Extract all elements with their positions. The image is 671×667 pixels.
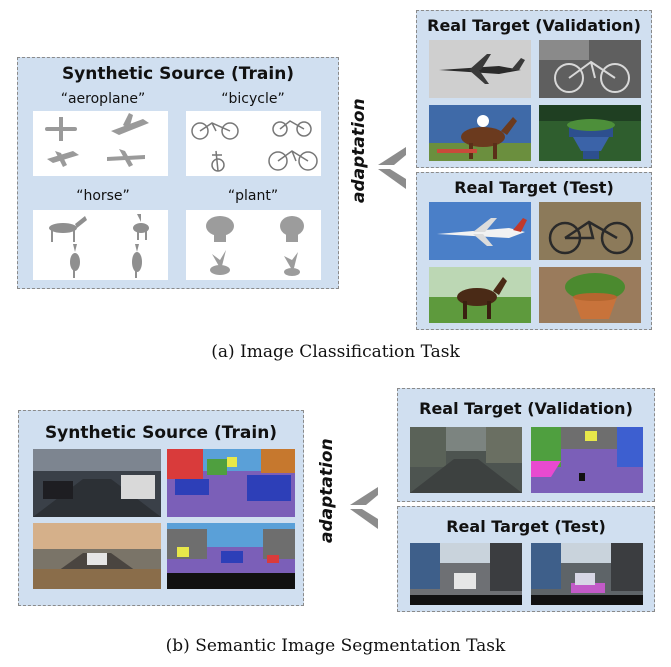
- category-label-aeroplane: “aeroplane”: [60, 91, 146, 107]
- real-target-validation-panel-a: Real Target (Validation): [416, 10, 652, 168]
- bicycle-renders-image: [186, 111, 321, 176]
- panel-title: Real Target (Test): [446, 517, 606, 536]
- adaptation-label-a: adaptation: [349, 98, 369, 203]
- synthetic-street-photo-1: [33, 449, 161, 517]
- horse-renders-image: [33, 210, 168, 280]
- category-label-bicycle: “bicycle”: [221, 91, 285, 107]
- validation-aeroplane-photo: [429, 40, 531, 98]
- synthetic-source-panel-a: Synthetic Source (Train) “aeroplane” “bi…: [17, 57, 339, 289]
- panel-title: Synthetic Source (Train): [61, 64, 295, 84]
- validation-plant-photo: [539, 105, 641, 161]
- aeroplane-renders-image: [33, 111, 168, 176]
- adaptation-label-b: adaptation: [317, 438, 337, 543]
- caption-a: (a) Image Classification Task: [211, 342, 460, 362]
- test-street-photo: [410, 543, 522, 605]
- panel-title: Real Target (Test): [454, 178, 614, 197]
- test-plant-photo: [539, 267, 641, 323]
- adaptation-arrow-icon: [378, 147, 406, 189]
- validation-bicycle-photo: [539, 40, 641, 98]
- panel-title: Real Target (Validation): [419, 399, 633, 418]
- real-target-test-panel-a: Real Target (Test): [416, 172, 652, 330]
- panel-title: Real Target (Validation): [427, 16, 641, 35]
- test-segmentation-overlay: [531, 543, 643, 605]
- adaptation-arrow-icon: [350, 487, 378, 529]
- validation-segmentation-map: [531, 427, 643, 493]
- real-target-test-panel-b: Real Target (Test): [397, 506, 655, 612]
- caption-b: (b) Semantic Image Segmentation Task: [165, 636, 506, 656]
- synthetic-segmentation-map-2: [167, 523, 295, 589]
- real-target-validation-panel-b: Real Target (Validation): [397, 388, 655, 502]
- synthetic-segmentation-map-1: [167, 449, 295, 517]
- panel-title: Synthetic Source (Train): [44, 423, 278, 443]
- synthetic-street-photo-2: [33, 523, 161, 589]
- test-bicycle-photo: [539, 202, 641, 260]
- test-horse-photo: [429, 267, 531, 323]
- category-label-plant: “plant”: [227, 188, 279, 204]
- synthetic-source-panel-b: Synthetic Source (Train): [18, 410, 304, 606]
- category-label-horse: “horse”: [76, 188, 130, 204]
- validation-horse-photo: [429, 105, 531, 161]
- plant-renders-image: [186, 210, 321, 280]
- test-aeroplane-photo: [429, 202, 531, 260]
- validation-street-photo: [410, 427, 522, 493]
